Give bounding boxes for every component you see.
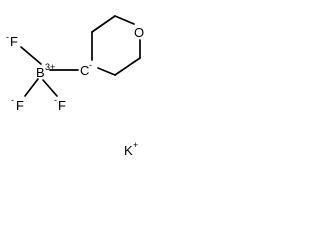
bonds <box>20 15 141 97</box>
chemical-structure: O - F B 3+ C - - F - F K + <box>6 15 144 158</box>
symbol-potassium: K <box>124 143 133 158</box>
symbol-carbanion: C <box>80 63 89 78</box>
charge-carbanion: - <box>89 60 92 70</box>
bond-boron-fluorine-bottom-right <box>42 79 58 97</box>
charge-potassium: + <box>133 140 138 150</box>
symbol-boron: B <box>36 65 45 80</box>
charge-boron: 3+ <box>45 62 55 72</box>
symbol-fluorine-top: F <box>10 34 18 49</box>
charge-fluorine-bottom-right: - <box>54 95 57 105</box>
symbol-fluorine-bottom-right: F <box>58 98 66 113</box>
bond-boron-fluorine-bottom-left <box>24 78 39 97</box>
potassium-counterion: K + <box>124 140 138 158</box>
charge-fluorine-bottom-left: - <box>11 95 14 105</box>
bond-ring-c5-c4 <box>97 67 116 76</box>
atom-boron: B 3+ <box>36 62 55 80</box>
atom-carbanion: C - <box>80 60 92 78</box>
atom-fluorine-bottom-left: - F <box>11 95 24 113</box>
bond-ring-c6-c5 <box>114 57 141 76</box>
charge-fluorine-top: - <box>6 32 9 42</box>
bond-ring-c3-c2 <box>91 15 116 33</box>
symbol-fluorine-bottom-left: F <box>16 98 24 113</box>
bond-ring-c2-o <box>114 15 135 25</box>
atom-fluorine-bottom-right: - F <box>54 95 66 113</box>
atom-fluorine-top: - F <box>6 32 18 49</box>
bond-boron-fluorine-top <box>20 46 42 65</box>
atom-oxygen: O <box>134 25 144 40</box>
